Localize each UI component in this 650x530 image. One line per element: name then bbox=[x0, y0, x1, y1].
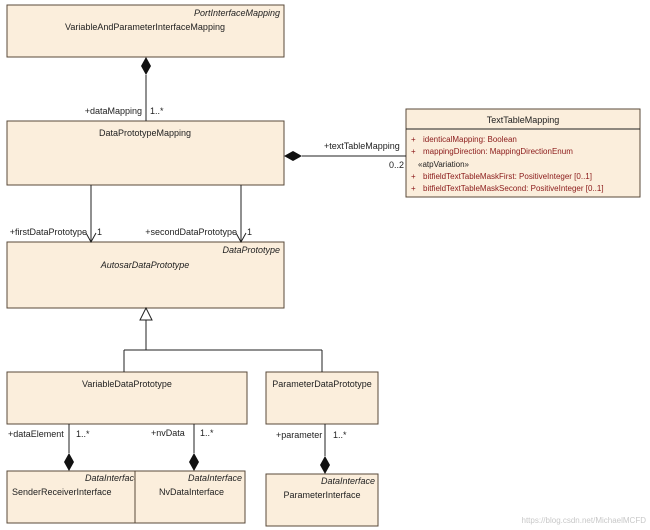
class-nv-data-interface[interactable]: DataInterface NvDataInterface bbox=[134, 470, 246, 524]
assoc-nv-data: +nvData 1..* bbox=[151, 424, 214, 471]
multiplicity-label: 1 bbox=[247, 227, 252, 237]
class-variable-data-prototype[interactable]: VariableDataPrototype bbox=[6, 371, 248, 425]
assoc-text-table-mapping: +textTableMapping 0..2 bbox=[284, 141, 406, 170]
composition-diamond bbox=[141, 57, 151, 75]
assoc-first-data-prototype: +firstDataPrototype 1 bbox=[10, 185, 102, 244]
class-name: ParameterInterface bbox=[283, 490, 360, 500]
role-label: +dataMapping bbox=[85, 106, 142, 116]
assoc-second-data-prototype: +secondDataPrototype 1 bbox=[145, 185, 252, 244]
multiplicity-label: 1..* bbox=[333, 430, 347, 440]
role-label: +dataElement bbox=[8, 429, 64, 439]
composition-diamond bbox=[64, 453, 74, 471]
role-label: +secondDataPrototype bbox=[145, 227, 237, 237]
class-text-table-mapping[interactable]: TextTableMapping + identicalMapping: Boo… bbox=[405, 108, 641, 198]
attr-visibility: + bbox=[411, 147, 416, 156]
class-sender-receiver-interface[interactable]: DataInterface SenderReceiverInterface bbox=[6, 470, 143, 524]
stereotype-port-interface-mapping: PortInterfaceMapping bbox=[194, 8, 280, 18]
class-name: SenderReceiverInterface bbox=[12, 487, 112, 497]
class-autosar-data-prototype[interactable]: DataPrototype AutosarDataPrototype bbox=[6, 241, 285, 309]
multiplicity-label: 1..* bbox=[150, 106, 164, 116]
generalization bbox=[123, 306, 323, 372]
multiplicity-label: 1..* bbox=[200, 428, 214, 438]
multiplicity-label: 1..* bbox=[76, 429, 90, 439]
attr-visibility: + bbox=[411, 184, 416, 193]
class-name: ParameterDataPrototype bbox=[272, 379, 372, 389]
role-label: +textTableMapping bbox=[324, 141, 400, 151]
attr-bitfield-mask-first: bitfieldTextTableMaskFirst: PositiveInte… bbox=[423, 172, 592, 181]
generalization-arrowhead bbox=[139, 306, 153, 321]
class-name: DataPrototypeMapping bbox=[99, 128, 191, 138]
role-label: +firstDataPrototype bbox=[10, 227, 87, 237]
class-variable-and-parameter-interface-mapping[interactable]: PortInterfaceMapping VariableAndParamete… bbox=[6, 4, 285, 58]
class-name: VariableDataPrototype bbox=[82, 379, 172, 389]
stereotype-data-interface: DataInterface bbox=[188, 473, 242, 483]
class-data-prototype-mapping[interactable]: DataPrototypeMapping bbox=[6, 120, 285, 186]
stereotype-data-interface: DataInterface bbox=[321, 476, 375, 486]
attr-visibility: + bbox=[411, 172, 416, 181]
class-name: NvDataInterface bbox=[159, 487, 224, 497]
attr-mapping-direction: mappingDirection: MappingDirectionEnum bbox=[423, 147, 573, 156]
attr-identical-mapping: identicalMapping: Boolean bbox=[423, 135, 517, 144]
assoc-data-element: +dataElement 1..* bbox=[8, 424, 90, 471]
multiplicity-label: 0..2 bbox=[389, 160, 404, 170]
attr-bitfield-mask-second: bitfieldTextTableMaskSecond: PositiveInt… bbox=[423, 184, 604, 193]
composition-diamond bbox=[320, 456, 330, 474]
class-name: VariableAndParameterInterfaceMapping bbox=[65, 22, 225, 32]
variation-stereotype: «atpVariation» bbox=[418, 160, 470, 169]
role-label: +parameter bbox=[276, 430, 322, 440]
assoc-data-mapping: +dataMapping 1..* bbox=[85, 57, 164, 121]
stereotype-data-prototype: DataPrototype bbox=[222, 245, 280, 255]
multiplicity-label: 1 bbox=[97, 227, 102, 237]
watermark: https://blog.csdn.net/MichaelMCFD bbox=[522, 516, 647, 525]
class-parameter-data-prototype[interactable]: ParameterDataPrototype bbox=[265, 371, 379, 425]
class-name: TextTableMapping bbox=[487, 115, 560, 125]
assoc-parameter: +parameter 1..* bbox=[276, 424, 347, 474]
stereotype-data-interface: DataInterface bbox=[85, 473, 139, 483]
class-parameter-interface[interactable]: DataInterface ParameterInterface bbox=[265, 473, 379, 527]
composition-diamond bbox=[284, 151, 302, 161]
attr-visibility: + bbox=[411, 135, 416, 144]
role-label: +nvData bbox=[151, 428, 185, 438]
class-name: AutosarDataPrototype bbox=[100, 260, 190, 270]
composition-diamond bbox=[189, 453, 199, 471]
